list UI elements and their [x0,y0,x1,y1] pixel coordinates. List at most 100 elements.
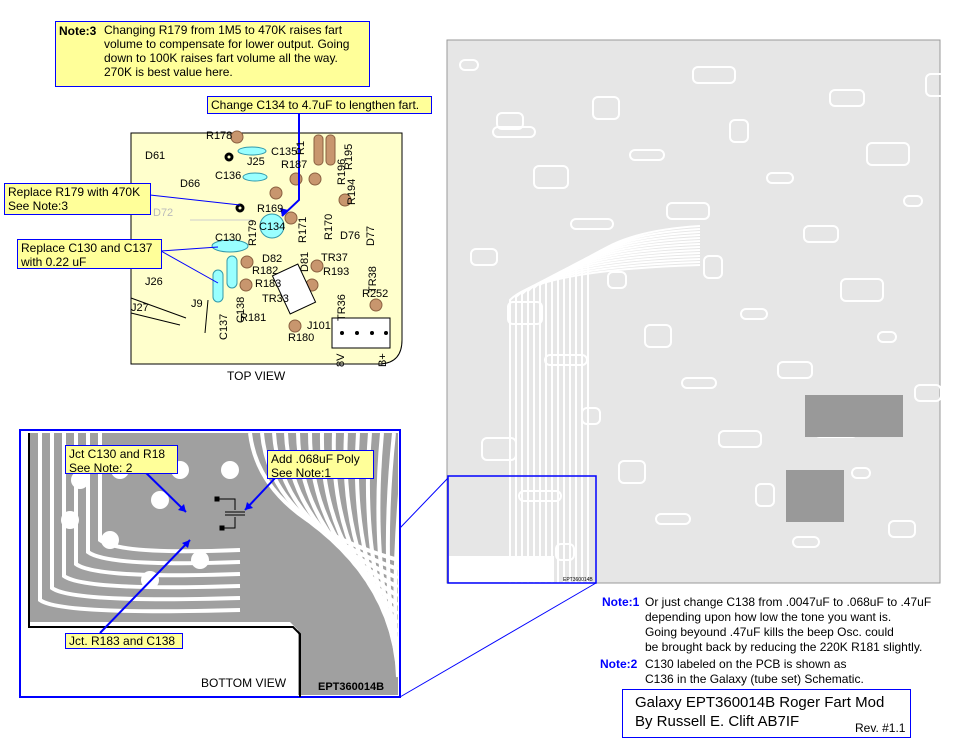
callout-line: Replace C130 and C137 [21,241,153,255]
resistor [313,134,324,166]
bottom-view-traces [38,433,398,678]
component-label: C137 [218,313,230,340]
callout-line: Add .068uF Poly [271,452,360,466]
trace-gap [38,433,241,614]
pcb-trace [644,324,672,348]
pcb-trace [563,237,701,583]
trace-gap [393,433,398,678]
pcb-highlight [447,475,597,584]
component-label: R181 [240,312,267,324]
pcb-trace [740,308,768,320]
connector [271,263,317,315]
pad [239,278,253,292]
pcb-trace [575,231,701,583]
component-label: R195 [343,143,355,170]
pcb-trace [888,520,916,538]
via [224,152,234,162]
component-label: C136 [215,170,242,182]
component-label: TR36 [336,294,348,321]
pcb-trace [569,234,701,583]
capacitor-c138 [226,255,238,289]
component-label: R187 [281,159,308,171]
component-label: C134 [259,221,286,233]
pcb-trace [718,430,762,448]
capacitor-c137 [212,269,224,303]
callout-jct-r183: Jct. R183 and C138 [65,633,183,649]
pin [355,331,359,335]
pcb-trace [703,255,723,279]
component-label: C135 [271,146,298,158]
component-label: B+ [377,353,389,367]
component-label: D82 [262,253,283,265]
component-label: R169 [257,203,284,215]
trace-gap [50,433,241,602]
pcb-trace [903,195,923,207]
component-label: R252 [362,288,389,300]
note3-line: Changing R179 from 1M5 to 470K raises fa… [104,23,343,37]
trace-gap [385,433,398,669]
component-label: D61 [145,150,166,162]
revision: Rev. #1.1 [855,721,906,735]
pcb-trace [607,271,627,289]
pcb-trace [755,483,775,507]
pin [370,331,374,335]
pcb-trace [557,240,701,583]
top-view-board [130,132,403,365]
pcb-trace [551,243,701,583]
note2-line: C136 in the Galaxy (tube set) Schematic. [645,672,864,686]
trace-gap [61,511,79,529]
pad [269,186,283,200]
pcb-traces [459,59,958,583]
capacitor [211,239,249,253]
wire [130,312,181,326]
component-label: R170 [323,213,335,240]
pcb-trace [481,437,517,461]
pcb-trace [581,407,601,425]
pad [288,319,302,333]
pcb-trace [539,249,701,583]
pcb-trace [681,377,717,389]
pcb-trace [840,278,884,302]
title-line1: Galaxy EPT360014B Roger Fart Mod [635,694,885,711]
component-label: R194 [346,178,358,205]
pcb-trace [496,112,524,130]
component-label: D81 [299,251,311,272]
component-label: 8V [335,353,347,367]
callout-line: See Note: 2 [69,461,133,475]
component-label: R183 [255,278,282,290]
pcb-trace [925,73,958,97]
bottom-view-board-id: EPT360014B [318,681,385,693]
component-label: J25 [247,156,265,168]
pin [340,331,344,335]
note3-label: Note:3 [59,24,97,38]
callout-line: See Note:1 [271,466,332,480]
pcb-chip [786,470,844,522]
component-label: D76 [340,230,361,242]
component-label: R180 [288,332,315,344]
note1-line: Going beyound .47uF kills the beep Osc. … [645,625,894,639]
pad [369,298,383,312]
trace-gap [191,551,209,569]
pcb-trace [766,172,794,184]
trace-gap [260,433,398,571]
pad [240,255,254,269]
pcb-trace [618,460,646,484]
added-capacitor-symbol [214,496,245,531]
pcb-trace [629,149,665,161]
component-label: J27 [131,302,149,314]
pad [338,193,352,207]
pad [310,259,324,273]
pcb-trace [459,59,479,71]
pcb-trace [655,513,691,525]
pcb-trace [851,467,871,479]
trace-gap [74,433,241,578]
pad [284,211,298,225]
pcb-trace [592,96,620,120]
capacitor [242,172,268,182]
component-label: R193 [323,266,350,278]
pcb-trace [470,248,498,266]
pcb-trace [545,246,701,583]
pcb-trace [803,225,839,243]
